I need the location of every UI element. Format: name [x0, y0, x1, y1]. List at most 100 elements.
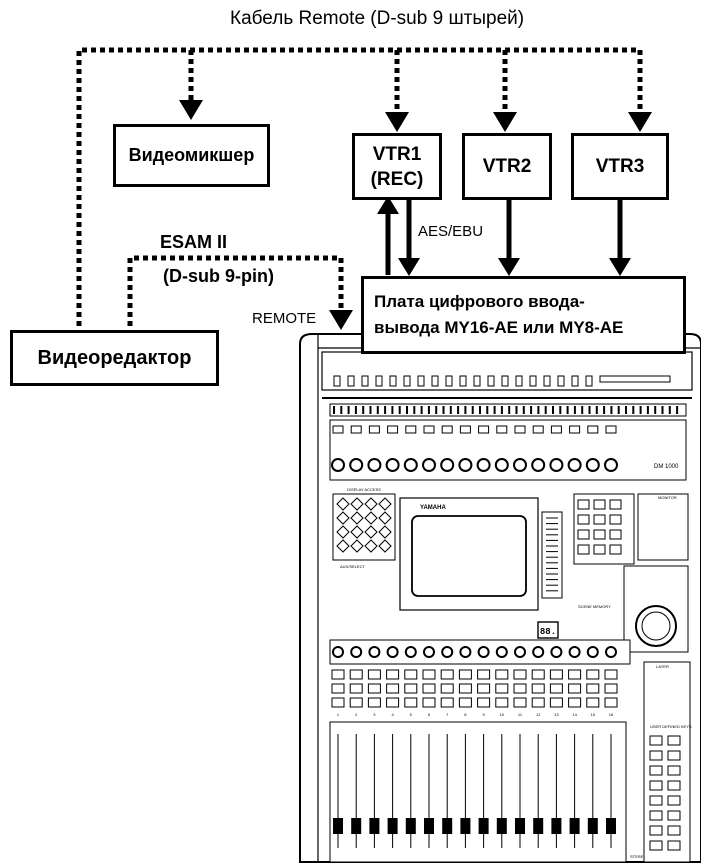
fader-cap [460, 818, 471, 834]
user-key [649, 735, 663, 746]
channel-button [604, 669, 618, 680]
user-key [649, 810, 663, 821]
channel-button [458, 683, 472, 694]
pan-encoder [423, 646, 435, 658]
channel-key [478, 425, 490, 434]
channel-button [477, 683, 491, 694]
vtr1-box: VTR1 (REC) [352, 133, 442, 200]
fader-cap [606, 818, 616, 834]
channel-key [405, 425, 417, 434]
channel-button [513, 669, 527, 680]
channel-button [513, 683, 527, 694]
channel-encoder [567, 458, 582, 472]
channel-button [586, 683, 600, 694]
pan-encoder [514, 646, 526, 658]
display-access-key [336, 539, 350, 553]
display-access-key [378, 511, 392, 525]
io-card-box: Плата цифрового ввода- вывода MY16-AE ил… [361, 276, 686, 354]
fader-cap [369, 818, 380, 834]
channel-button [331, 669, 345, 680]
display-access-text: DISPLAY ACCESS [347, 487, 381, 492]
yamaha-logo: YAMAHA [420, 505, 446, 511]
monitor-key [577, 544, 590, 555]
esam-connector-label: (D-sub 9-pin) [163, 266, 274, 286]
aux-select-text: AUX/SELECT [340, 564, 365, 569]
channel-encoder [549, 458, 564, 472]
channel-button [331, 697, 345, 708]
user-key [667, 825, 681, 836]
channel-button [495, 683, 509, 694]
remote-cable-label: Кабель Remote (D-sub 9 штырей) [230, 8, 525, 29]
monitor-key [609, 499, 622, 510]
vtr2-label: VTR2 [482, 155, 532, 177]
remote-cable-bus [76, 47, 643, 335]
channel-button [349, 669, 363, 680]
display-access-key [364, 511, 378, 525]
pan-encoder [477, 646, 490, 658]
channel-button [458, 669, 472, 680]
pan-encoder [350, 646, 363, 658]
encoder-row [331, 425, 618, 472]
channel-button [349, 683, 363, 694]
io-card-label-line2: вывода MY16-AE или MY8-AE [374, 318, 624, 337]
channel-button [349, 697, 363, 708]
channel-key [496, 425, 508, 434]
pan-encoder [441, 646, 454, 658]
video-editor-label: Видеоредактор [37, 346, 192, 369]
channel-button [604, 697, 618, 708]
vtr2-box: VTR2 [462, 133, 552, 200]
channel-number: 14 [572, 712, 577, 717]
channel-key [423, 425, 435, 434]
channel-encoder [403, 458, 418, 472]
channel-button [331, 683, 345, 694]
fader-cap [569, 818, 580, 834]
pan-encoder [586, 646, 599, 658]
channel-encoder [585, 458, 600, 472]
display-access-key [364, 497, 378, 511]
fader-cap [442, 818, 453, 834]
display-access-key [350, 511, 364, 525]
pan-encoder [368, 646, 381, 658]
display-access-key [336, 525, 350, 539]
user-defined-keys [649, 735, 681, 851]
display-access-key [378, 525, 392, 539]
channel-button [458, 697, 472, 708]
channel-button [367, 697, 381, 708]
display-access-key [364, 525, 378, 539]
channel-key [332, 425, 344, 434]
channel-key [569, 425, 581, 434]
meter-segment [375, 375, 383, 387]
meter-segment [459, 375, 467, 387]
monitor-key [577, 499, 590, 510]
monitor-key [609, 514, 622, 525]
channel-key [441, 425, 453, 434]
channel-button [586, 697, 600, 708]
user-key [649, 780, 663, 791]
meter-segment [585, 375, 593, 387]
pan-encoder [605, 646, 617, 658]
channel-number: 13 [554, 712, 559, 717]
channel-faders [333, 734, 616, 848]
channel-number: 10 [500, 712, 505, 717]
channel-encoder [513, 458, 527, 472]
meter-segment [403, 375, 411, 387]
channel-number: 11 [518, 712, 523, 717]
fader-cap [405, 818, 416, 834]
aes-ebu-label: AES/EBU [418, 223, 484, 240]
meter-bridge [333, 375, 671, 387]
video-mixer-label: Видеомикшер [128, 145, 255, 165]
monitor-key [593, 514, 606, 525]
channel-key [605, 425, 617, 434]
channel-number: 5 [410, 712, 413, 717]
channel-number: 16 [609, 712, 614, 717]
channel-button [386, 697, 400, 708]
channel-button [404, 697, 418, 708]
monitor-key [593, 544, 606, 555]
channel-encoder [349, 458, 364, 472]
meter-bar [599, 375, 671, 383]
monitor-key [593, 529, 606, 540]
video-editor-box: Видеоредактор [10, 330, 219, 386]
channel-key [587, 425, 599, 434]
